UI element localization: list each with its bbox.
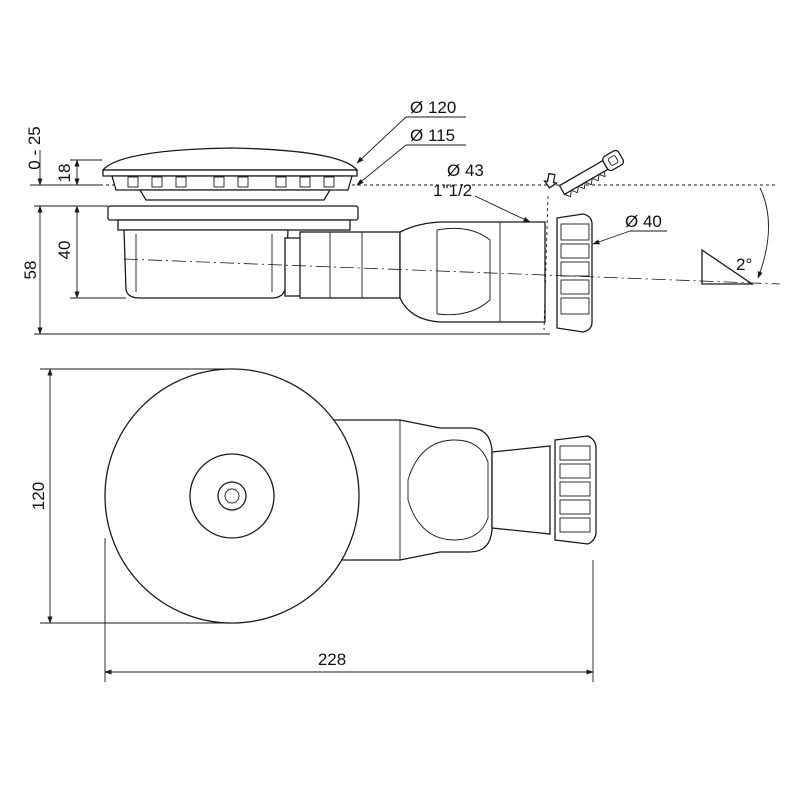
flange-ring — [117, 219, 351, 231]
center-screw — [217, 481, 247, 511]
angle-label: 2° — [736, 255, 752, 274]
angle-arc — [757, 187, 769, 279]
center-axis — [123, 258, 781, 285]
width-120-label: 120 — [29, 482, 48, 510]
top-view: 120 228 — [29, 368, 597, 682]
cut-line — [543, 195, 549, 331]
connector-nut-top — [554, 435, 597, 545]
dia-43-label: Ø 43 — [447, 161, 484, 180]
side-view: 2° Ø 120 Ø 115 Ø 43 1"1/2 Ø 40 0 - 25 18 — [21, 98, 781, 335]
angle-triangle — [701, 248, 755, 285]
outlet-pipe-top — [491, 445, 551, 535]
grate-slots — [127, 176, 335, 188]
outlet-pipe — [299, 231, 401, 299]
height-18-label: 18 — [55, 164, 74, 183]
drain-cover — [101, 147, 359, 171]
cover-rim — [102, 169, 358, 177]
grate-body — [111, 175, 353, 191]
cut-arrow-icon — [543, 172, 559, 189]
screw-head — [224, 488, 240, 504]
height-adjust-label: 0 - 25 — [25, 126, 44, 169]
grate-lower — [138, 189, 332, 201]
cover-center-disc — [189, 453, 275, 539]
height-58-label: 58 — [21, 261, 40, 280]
thread-label: 1"1/2 — [433, 181, 472, 200]
drain-bowl — [123, 229, 289, 299]
length-228-label: 228 — [318, 650, 346, 669]
dia-40-label: Ø 40 — [625, 212, 662, 231]
dia-115-label: Ø 115 — [410, 126, 455, 145]
drain-cover-top — [104, 368, 360, 624]
dia-120-label: Ø 120 — [410, 98, 456, 117]
flange — [107, 205, 359, 221]
height-40-label: 40 — [55, 241, 74, 260]
connector-nut — [556, 213, 593, 333]
saw-icon — [558, 149, 625, 198]
